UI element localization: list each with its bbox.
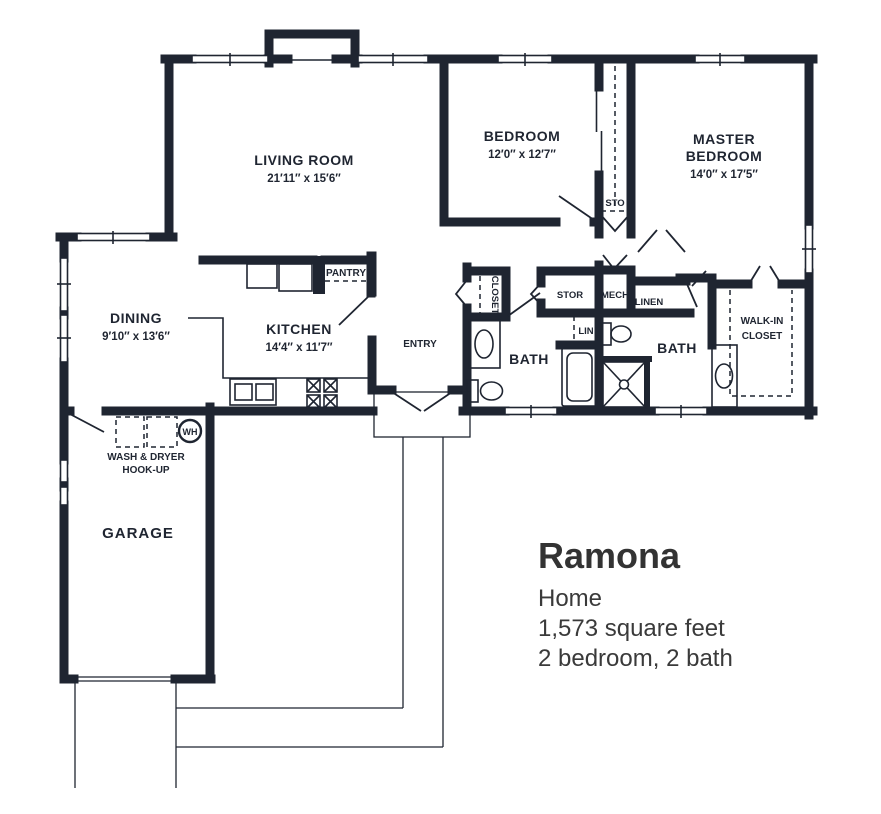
master-entry-doors	[637, 229, 686, 253]
laundry-label-line2: HOOK-UP	[122, 465, 170, 476]
mech-bifold-door	[602, 254, 628, 271]
closet-bypass-doors	[595, 88, 603, 175]
kitchen-cabinet	[246, 263, 278, 289]
title-block: Ramona Home 1,573 square feet 2 bedroom,…	[538, 535, 733, 672]
hall-closet-label: CLOSET	[489, 276, 500, 315]
sto-bifold-door	[599, 213, 631, 233]
sink-symbol-hall-bath	[468, 319, 501, 369]
plan-config: 2 bedroom, 2 bath	[538, 645, 733, 672]
walk-in-closet-doors	[748, 265, 782, 285]
refrigerator-symbol	[278, 263, 313, 292]
exterior-and-interior-walls	[55, 29, 818, 684]
toilet-symbol-master-bath	[600, 322, 632, 346]
door-swings	[67, 195, 782, 433]
living-room-label: LIVING ROOM	[254, 152, 354, 168]
hall-bath-label: BATH	[509, 351, 549, 367]
master-bedroom-dims: 14′0″ x 17′5″	[690, 169, 758, 181]
sink-symbol-master-bath	[711, 344, 738, 408]
master-bedroom-label-line1: MASTER	[693, 131, 755, 147]
walkway	[176, 437, 444, 748]
garage-door-opening	[74, 676, 175, 682]
fixtures	[177, 59, 738, 444]
hall-closet-bifold-door	[454, 279, 468, 308]
dryer-symbol	[146, 416, 178, 448]
pantry-wall-block	[313, 256, 325, 294]
entry-porch	[373, 391, 471, 438]
dining-dims: 9′10″ x 13′6″	[102, 331, 170, 343]
bedroom-door	[558, 195, 595, 221]
mech-label: MECH	[601, 290, 629, 301]
plan-area: 1,573 square feet	[538, 615, 725, 642]
laundry-label-line1: WASH & DRYER	[107, 452, 185, 463]
walk-in-closet-label-line2: CLOSET	[742, 331, 783, 342]
walk-in-closet-label-line1: WALK-IN	[741, 316, 784, 327]
bedroom-dims: 12′0″ x 12′7″	[488, 149, 556, 161]
driveway	[74, 683, 177, 788]
stove-symbol	[306, 378, 338, 409]
plan-name: Ramona	[538, 535, 681, 576]
living-room-dims: 21′11″ x 15′6″	[267, 173, 341, 185]
entry-label: ENTRY	[403, 339, 437, 350]
kitchen-dims: 14′4″ x 11′7″	[265, 342, 333, 354]
walk-in-shelving	[729, 290, 793, 397]
master-bedroom-label-line2: BEDROOM	[686, 148, 763, 164]
lin-label: LIN	[578, 326, 593, 337]
kitchen-counter	[188, 317, 371, 379]
sto-label: STO	[605, 198, 624, 209]
garage-label: GARAGE	[102, 525, 174, 542]
stor-bifold-door	[529, 282, 542, 306]
kitchen-label: KITCHEN	[266, 321, 332, 337]
site-lines	[74, 391, 471, 788]
master-bath-label: BATH	[657, 340, 697, 356]
washer-symbol	[115, 416, 145, 448]
water-heater-symbol	[177, 418, 203, 444]
hall-bath-door	[507, 292, 541, 317]
dashed-details	[115, 66, 793, 448]
kitchen-sink-symbol	[229, 378, 277, 406]
kitchen-hall-door	[338, 293, 372, 326]
master-bath-door	[691, 270, 707, 287]
entry-double-doors	[391, 391, 453, 412]
toilet-symbol-hall-bath	[466, 379, 504, 403]
bedroom-label: BEDROOM	[484, 128, 561, 144]
shower-walls	[597, 356, 652, 412]
plan-type: Home	[538, 585, 602, 612]
dining-label: DINING	[110, 310, 162, 326]
bathtub-symbol	[561, 347, 598, 407]
shower-symbol	[602, 361, 646, 408]
pantry-label: PANTRY	[326, 268, 366, 279]
stor-label: STOR	[557, 290, 583, 301]
water-heater-label: WH	[183, 427, 198, 437]
linen-door	[686, 283, 698, 308]
linen-label: LINEN	[635, 297, 664, 308]
windows	[57, 53, 816, 506]
garage-house-door	[67, 412, 105, 433]
